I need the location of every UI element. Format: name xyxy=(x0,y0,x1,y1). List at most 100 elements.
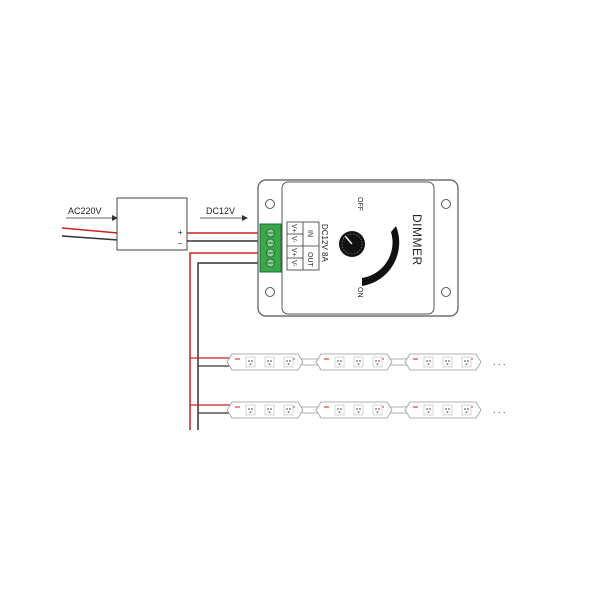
led-chip xyxy=(283,356,294,368)
led-chip xyxy=(461,404,472,416)
led-dot xyxy=(429,408,431,410)
led-dot xyxy=(359,408,361,410)
led-dot xyxy=(251,408,253,410)
terminal-out-label: OUT xyxy=(306,252,313,268)
led-dot xyxy=(338,363,341,365)
led-dot xyxy=(248,408,250,410)
led-dot xyxy=(286,360,288,362)
dimmer-knob-ridge xyxy=(341,233,363,255)
led-chip xyxy=(442,356,453,368)
led-dot xyxy=(467,360,469,362)
led-dot xyxy=(448,408,450,410)
terminal-in-label: IN xyxy=(306,230,313,237)
dc-wires xyxy=(187,232,262,242)
ac-input-wires xyxy=(61,227,119,241)
led-chip xyxy=(264,356,275,368)
led-dot xyxy=(376,363,379,365)
led-chip xyxy=(283,404,294,416)
led-dot xyxy=(445,408,447,410)
led-dot xyxy=(338,411,341,413)
led-dot xyxy=(448,360,450,362)
output-wires xyxy=(189,252,262,430)
led-dot xyxy=(340,360,342,362)
led-dot xyxy=(268,411,271,413)
ac-arrow-head xyxy=(112,215,118,221)
dc-output-label: DC12V xyxy=(206,206,235,216)
led-dot xyxy=(426,408,428,410)
led-chip xyxy=(461,356,472,368)
led-chip xyxy=(423,404,434,416)
led-dot xyxy=(289,408,291,410)
led-dot xyxy=(251,360,253,362)
led-dot xyxy=(249,411,252,413)
led-dot xyxy=(287,411,290,413)
rating-label: DC12V 8A xyxy=(320,224,329,262)
led-chip xyxy=(353,404,364,416)
dc-arrow-head xyxy=(242,215,248,221)
led-dot xyxy=(359,360,361,362)
psu-minus-label: – xyxy=(178,239,183,248)
terminal-label-table: IN OUT V+ V- V+ V- xyxy=(286,221,320,271)
led-dot xyxy=(357,411,360,413)
led-dot xyxy=(375,360,377,362)
off-label: OFF xyxy=(356,197,363,211)
mount-hole-top-right xyxy=(441,199,451,209)
led-chip xyxy=(245,404,256,416)
led-dot xyxy=(465,363,468,365)
led-dot xyxy=(446,411,449,413)
led-dot xyxy=(248,360,250,362)
led-chip xyxy=(245,356,256,368)
terminal-pin-3: V+ xyxy=(290,248,297,257)
led-dot xyxy=(356,360,358,362)
terminal-pin-4: V- xyxy=(290,260,297,267)
mount-hole-bottom-left xyxy=(265,287,275,297)
dimmer-title: DIMMER xyxy=(410,214,424,266)
led-dot xyxy=(427,411,430,413)
led-chip xyxy=(372,356,383,368)
led-dot xyxy=(465,411,468,413)
led-dot xyxy=(268,363,271,365)
led-dot xyxy=(287,363,290,365)
led-dot xyxy=(267,360,269,362)
continuation-dots: . . . xyxy=(493,405,506,415)
led-chip xyxy=(334,356,345,368)
terminal-pin-1: V+ xyxy=(290,224,297,233)
led-dot xyxy=(340,408,342,410)
led-strips: . . .. . . xyxy=(226,353,506,419)
led-dot xyxy=(446,363,449,365)
led-dot xyxy=(464,360,466,362)
led-dot xyxy=(426,360,428,362)
led-chip xyxy=(423,356,434,368)
led-chip xyxy=(334,404,345,416)
terminal-block xyxy=(259,223,282,273)
led-dot xyxy=(464,408,466,410)
ac-input-label: AC220V xyxy=(68,206,102,216)
led-dot xyxy=(267,408,269,410)
led-dot xyxy=(375,408,377,410)
mount-hole-top-left xyxy=(265,199,275,209)
led-chip xyxy=(372,404,383,416)
led-dot xyxy=(337,408,339,410)
led-dot xyxy=(289,360,291,362)
led-dot xyxy=(249,363,252,365)
led-dot xyxy=(378,360,380,362)
led-dot xyxy=(356,408,358,410)
led-chip xyxy=(264,404,275,416)
mount-hole-bottom-right xyxy=(441,287,451,297)
terminal-pin-2: V- xyxy=(290,236,297,243)
led-dot xyxy=(337,360,339,362)
led-dot xyxy=(270,360,272,362)
dimmer-arc xyxy=(362,226,400,286)
led-dot xyxy=(467,408,469,410)
on-label: ON xyxy=(356,287,363,298)
dimmer-knob-pointer xyxy=(344,235,353,245)
led-dot xyxy=(445,360,447,362)
power-supply xyxy=(116,197,188,251)
led-dot xyxy=(429,360,431,362)
led-dot xyxy=(427,363,430,365)
led-chip xyxy=(442,404,453,416)
led-dot xyxy=(376,411,379,413)
led-dot xyxy=(286,408,288,410)
psu-plus-label: + xyxy=(178,228,183,237)
